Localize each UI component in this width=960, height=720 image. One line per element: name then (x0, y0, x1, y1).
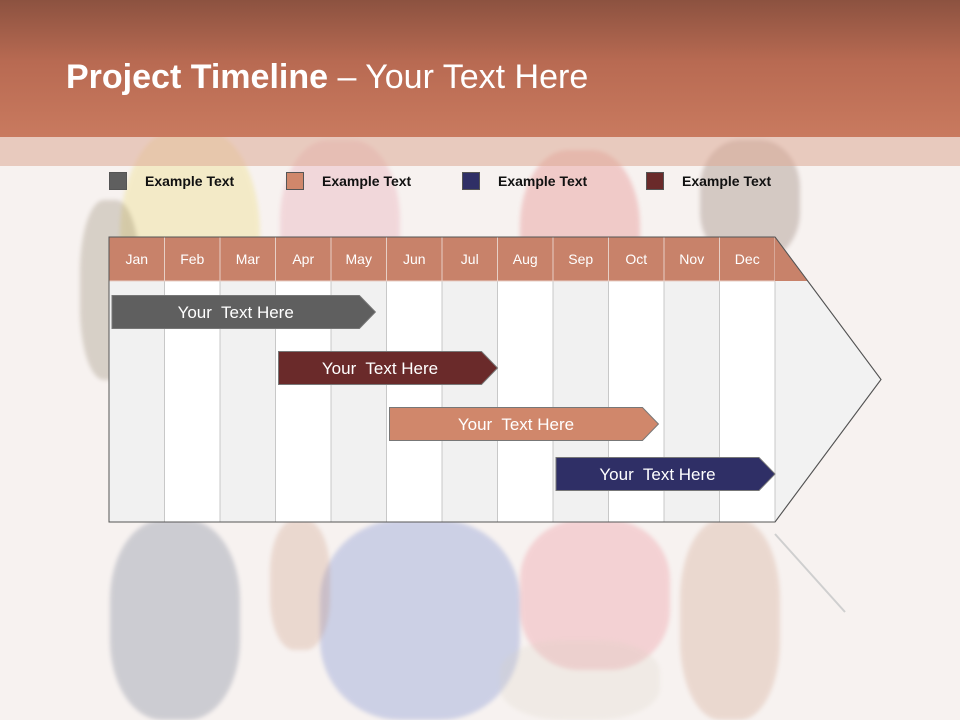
month-header-cell (164, 236, 221, 282)
task-bar-label: Your Text Here (458, 415, 574, 434)
legend-label: Example Text (682, 173, 772, 189)
month-label: Dec (735, 251, 760, 267)
month-label: May (346, 251, 372, 267)
legend-swatch (462, 172, 480, 190)
month-label: Jul (461, 251, 479, 267)
legend-swatch (286, 172, 304, 190)
legend-item: Example Text (286, 170, 411, 192)
month-label: Sep (568, 251, 593, 267)
month-label: Oct (625, 251, 647, 267)
month-label: Aug (513, 251, 538, 267)
month-label: Feb (180, 251, 204, 267)
month-label: Apr (292, 251, 314, 267)
legend-label: Example Text (145, 173, 235, 189)
legend-item: Example Text (109, 170, 234, 192)
month-header-cell (497, 236, 554, 282)
month-column (497, 280, 554, 523)
page-title: Project Timeline – Your Text Here (66, 58, 588, 97)
task-bar (111, 295, 377, 329)
header-strip (0, 137, 960, 166)
month-label: Mar (236, 251, 260, 267)
legend-item: Example Text (646, 170, 771, 192)
title-bold: Project Timeline (66, 58, 329, 96)
month-header-cell (608, 236, 665, 282)
month-label: Jan (125, 251, 148, 267)
month-column (441, 280, 498, 523)
month-header-cell (441, 236, 498, 282)
legend-label: Example Text (322, 173, 412, 189)
task-bar-label: Your Text Here (178, 303, 294, 322)
month-label: Nov (679, 251, 704, 267)
legend-item: Example Text (462, 170, 587, 192)
legend-swatch (646, 172, 664, 190)
task-bar (278, 351, 499, 385)
task-bar-label: Your Text Here (599, 465, 715, 484)
timeline-arrow-outline (108, 236, 882, 523)
slide-header (0, 0, 960, 137)
month-header-cell (552, 236, 609, 282)
legend-label: Example Text (498, 173, 588, 189)
reflection-line (774, 533, 846, 613)
month-column (386, 280, 443, 523)
task-bar (389, 407, 660, 441)
month-label: Jun (403, 251, 426, 267)
task-bar-label: Your Text Here (322, 359, 438, 378)
legend-swatch (109, 172, 127, 190)
task-bar (555, 457, 776, 491)
title-rest: – Your Text Here (328, 58, 589, 96)
